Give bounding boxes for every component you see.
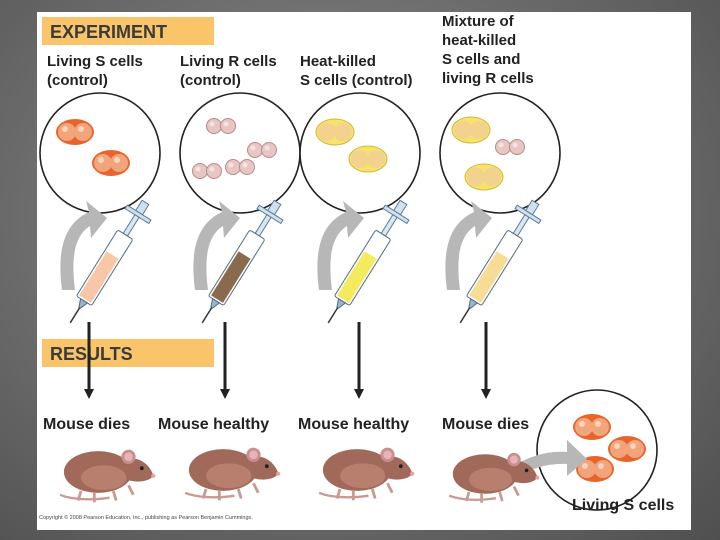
syringe-3 bbox=[316, 195, 415, 330]
mouse-3 bbox=[319, 448, 414, 501]
figure-panel: EXPERIMENT RESULTS Living S cells (contr… bbox=[37, 12, 691, 530]
petri-dish-2 bbox=[180, 93, 300, 213]
result-3: Mouse healthy bbox=[298, 416, 409, 434]
result-living-s-cells: Living S cells bbox=[572, 497, 674, 515]
result-4: Mouse dies bbox=[442, 416, 529, 434]
result-2: Mouse healthy bbox=[158, 416, 269, 434]
experiment-diagram bbox=[37, 12, 691, 530]
mouse-2 bbox=[185, 448, 280, 501]
copyright-note: Copyright © 2008 Pearson Education, Inc.… bbox=[39, 515, 253, 521]
mouse-1 bbox=[60, 450, 155, 503]
result-1: Mouse dies bbox=[43, 416, 130, 434]
syringe-fluid bbox=[79, 251, 118, 303]
syringe-4 bbox=[448, 195, 547, 330]
